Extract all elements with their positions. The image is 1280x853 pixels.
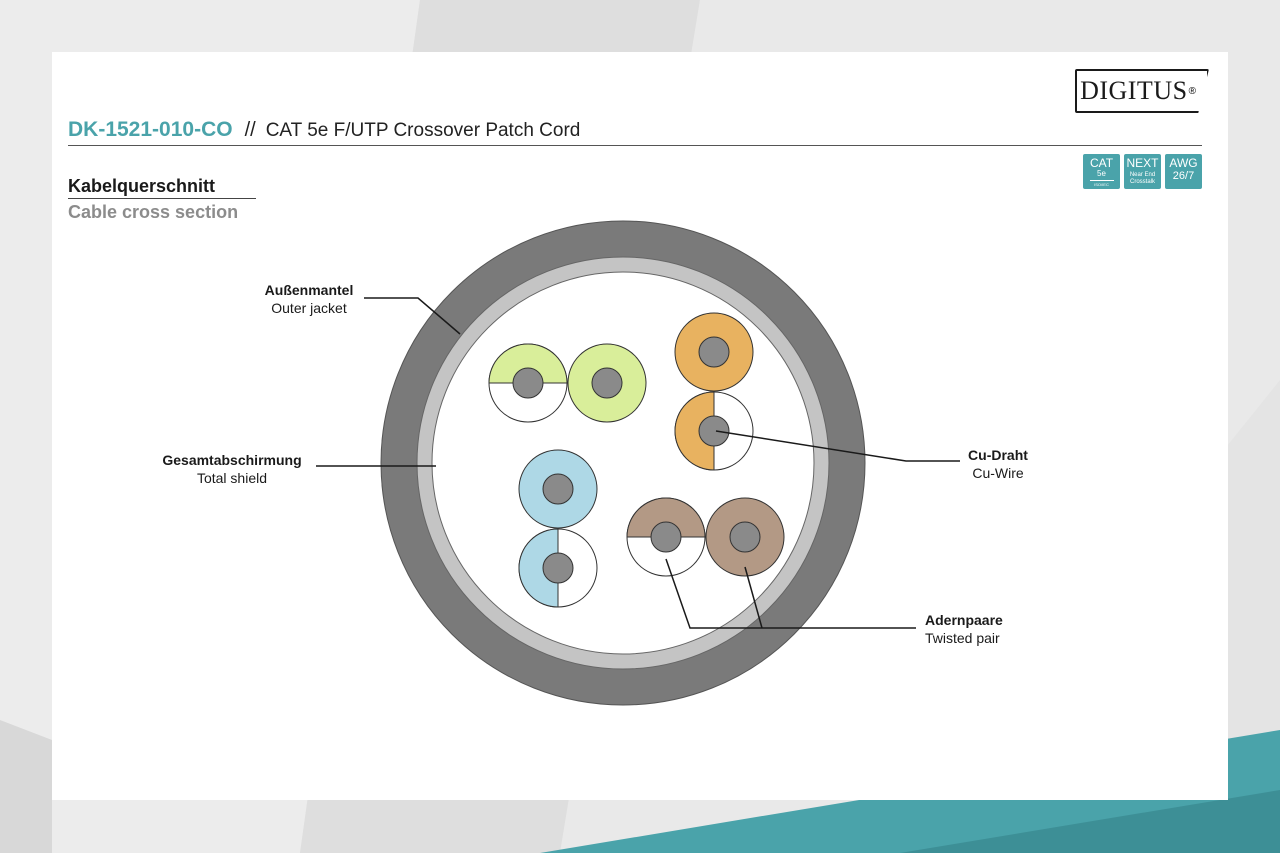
- label-twisted-pair-de: Adernpaare: [925, 612, 1003, 628]
- label-total-shield-en: Total shield: [196, 470, 268, 486]
- label-cu-wire-en: Cu-Wire: [972, 465, 1024, 481]
- leader-line-twisted-pair-a: [665, 558, 916, 629]
- model-number: DK-1521-010-CO: [68, 118, 233, 141]
- leader-line-twisted-pair-b: [744, 566, 763, 629]
- section-title-english: Cable cross section: [68, 202, 239, 222]
- leader-line-cu-wire: [715, 430, 960, 462]
- leader-line-outer-jacket: [364, 297, 461, 335]
- twisted-pair-blue: [518, 449, 598, 608]
- awg-badge: AWG 26/7: [1165, 154, 1202, 189]
- product-name: CAT 5e F/UTP Crossover Patch Cord: [265, 120, 581, 141]
- digitus-logo: DIGITUS®: [1075, 69, 1209, 113]
- cat-badge-rule: [1089, 180, 1114, 181]
- next-badge-line1: Near End: [1129, 172, 1156, 178]
- next-badge-label: NEXT: [1126, 156, 1159, 170]
- section-title-underline: [68, 198, 256, 199]
- section-title-german: Kabelquerschnitt: [68, 176, 216, 196]
- cat5e-badge: CAT 5e ISO/IEC: [1083, 154, 1120, 189]
- label-cu-wire: Cu-Draht Cu-Wire: [950, 446, 1046, 482]
- label-outer-jacket-de: Außenmantel: [264, 282, 354, 298]
- twisted-pair-orange: [674, 312, 754, 471]
- cat-badge-label: CAT: [1089, 156, 1114, 170]
- label-total-shield: Gesamtabschirmung Total shield: [150, 451, 314, 487]
- label-outer-jacket-en: Outer jacket: [271, 300, 347, 316]
- next-badge: NEXT Near End Crosstalk: [1124, 154, 1161, 189]
- label-cu-wire-de: Cu-Draht: [968, 447, 1028, 463]
- cable-core: [431, 271, 815, 655]
- next-badge-line2: Crosstalk: [1129, 179, 1155, 185]
- label-twisted-pair-en: Twisted pair: [925, 630, 1000, 646]
- cat-badge-standard: ISO/IEC: [1094, 182, 1109, 187]
- product-header: DK-1521-010-CO // CAT 5e F/UTP Crossover P…: [68, 118, 580, 142]
- label-outer-jacket: Außenmantel Outer jacket: [246, 281, 372, 317]
- label-total-shield-de: Gesamtabschirmung: [162, 452, 302, 468]
- logo-registered-mark: ®: [1188, 85, 1196, 97]
- header-divider: [68, 145, 1202, 146]
- awg-badge-label: AWG: [1169, 156, 1198, 170]
- awg-badge-value: 26/7: [1172, 170, 1195, 182]
- cat-badge-category: 5e: [1097, 169, 1106, 178]
- twisted-pair-brown: [626, 497, 785, 577]
- logo-text: DIGITUS: [1080, 76, 1188, 105]
- header-separator: //: [244, 119, 256, 141]
- twisted-pair-green: [488, 343, 647, 423]
- label-twisted-pair: Adernpaare Twisted pair: [925, 611, 1003, 647]
